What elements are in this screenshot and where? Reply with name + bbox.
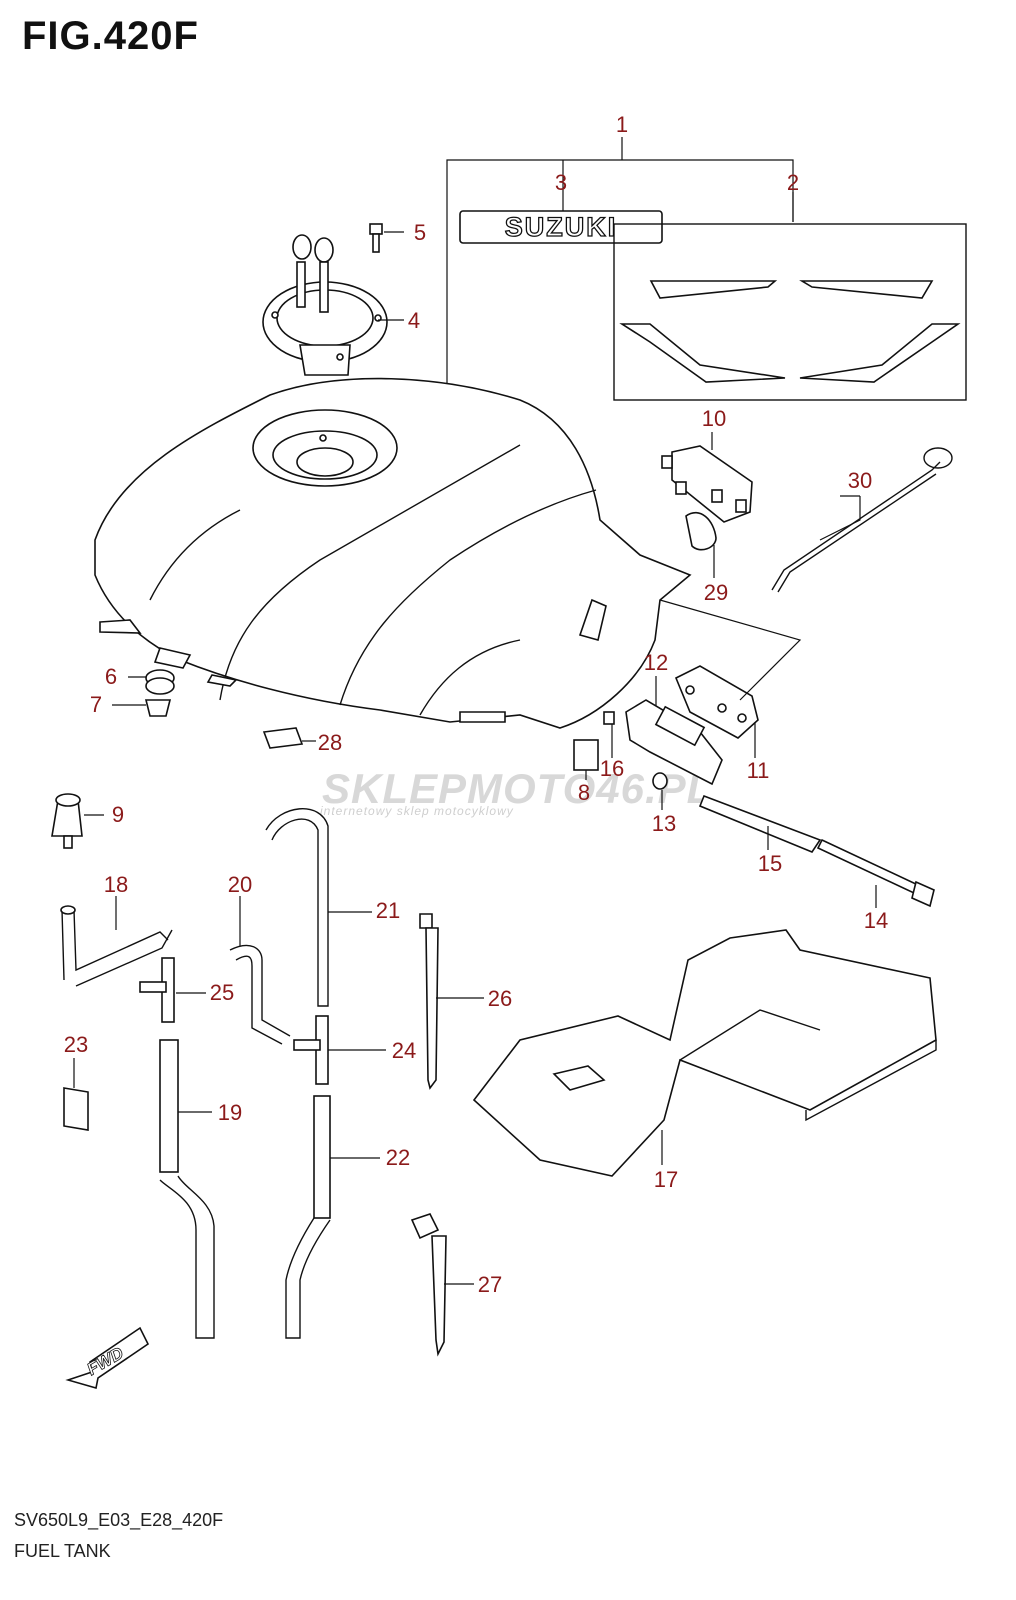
figure-code: SV650L9_E03_E28_420F bbox=[14, 1510, 224, 1530]
callout-23: 23 bbox=[64, 1032, 88, 1057]
decal-stripes-box bbox=[613, 223, 967, 401]
callout-21: 21 bbox=[376, 898, 400, 923]
cap-9 bbox=[51, 793, 83, 849]
label-23 bbox=[63, 1087, 89, 1131]
label-28 bbox=[262, 727, 304, 749]
t-joint-25 bbox=[139, 957, 175, 1023]
watermark-tagline: internetowy sklep motocyklowy bbox=[320, 804, 514, 818]
callout-26: 26 bbox=[488, 986, 512, 1011]
callout-5: 5 bbox=[414, 220, 426, 245]
callout-8: 8 bbox=[578, 780, 590, 805]
bracket-10 bbox=[661, 445, 753, 523]
hose-18 bbox=[60, 905, 173, 987]
leader-lines bbox=[73, 231, 877, 1285]
plug-7 bbox=[144, 699, 172, 717]
figure-title: FIG.420F bbox=[22, 14, 199, 58]
tie-27 bbox=[410, 1213, 447, 1357]
callouts: 1 2 3 4 5 6 7 8 9 10 11 12 13 14 15 16 1… bbox=[64, 112, 888, 1297]
callout-18: 18 bbox=[104, 872, 128, 897]
callout-14: 14 bbox=[864, 908, 888, 933]
callout-25: 25 bbox=[210, 980, 234, 1005]
nut-13 bbox=[652, 772, 668, 790]
callout-17: 17 bbox=[654, 1167, 678, 1192]
screw-5 bbox=[369, 223, 383, 253]
callout-13: 13 bbox=[652, 811, 676, 836]
callout-24: 24 bbox=[392, 1038, 416, 1063]
nut-16 bbox=[603, 711, 615, 725]
callout-27: 27 bbox=[478, 1272, 502, 1297]
suzuki-emblem: SUZUKI bbox=[459, 210, 663, 244]
hose-22 bbox=[285, 1095, 331, 1339]
callout-16: 16 bbox=[600, 756, 624, 781]
callout-4: 4 bbox=[408, 308, 420, 333]
callout-15: 15 bbox=[758, 851, 782, 876]
cushion-29 bbox=[685, 511, 717, 551]
hinge-bracket bbox=[625, 665, 759, 786]
callout-1: 1 bbox=[616, 112, 628, 137]
callout-2: 2 bbox=[787, 170, 799, 195]
callout-7: 7 bbox=[90, 692, 102, 717]
decal-group-bracket bbox=[446, 137, 794, 390]
callout-9: 9 bbox=[112, 802, 124, 827]
callout-11: 11 bbox=[747, 758, 770, 783]
callout-30: 30 bbox=[848, 468, 872, 493]
callout-10: 10 bbox=[702, 406, 726, 431]
pad-8 bbox=[573, 739, 599, 771]
fwd-arrow-icon: FWD bbox=[65, 1326, 150, 1390]
t-joint-24 bbox=[293, 1015, 329, 1085]
hose-21 bbox=[265, 808, 329, 1007]
callout-22: 22 bbox=[386, 1145, 410, 1170]
tie-26 bbox=[419, 913, 439, 1090]
emblem-text: SUZUKI bbox=[505, 212, 618, 242]
grommet-6 bbox=[145, 669, 175, 695]
callout-12: 12 bbox=[644, 650, 668, 675]
hose-19 bbox=[159, 1039, 215, 1339]
hose-20 bbox=[229, 944, 291, 1045]
callout-28: 28 bbox=[318, 730, 342, 755]
collar-15 bbox=[698, 794, 822, 853]
rod-30 bbox=[771, 447, 953, 593]
watermark-brand: SKLEPMOTO46.PL bbox=[322, 765, 714, 812]
fuel-cap bbox=[262, 234, 388, 376]
callout-19: 19 bbox=[218, 1100, 242, 1125]
bolt-14 bbox=[816, 838, 935, 908]
callout-20: 20 bbox=[228, 872, 252, 897]
callout-6: 6 bbox=[105, 664, 117, 689]
fuel-tank bbox=[94, 377, 692, 729]
figure-name: FUEL TANK bbox=[14, 1541, 111, 1561]
heat-shield-17 bbox=[472, 929, 937, 1177]
callout-29: 29 bbox=[704, 580, 728, 605]
callout-3: 3 bbox=[555, 170, 567, 195]
